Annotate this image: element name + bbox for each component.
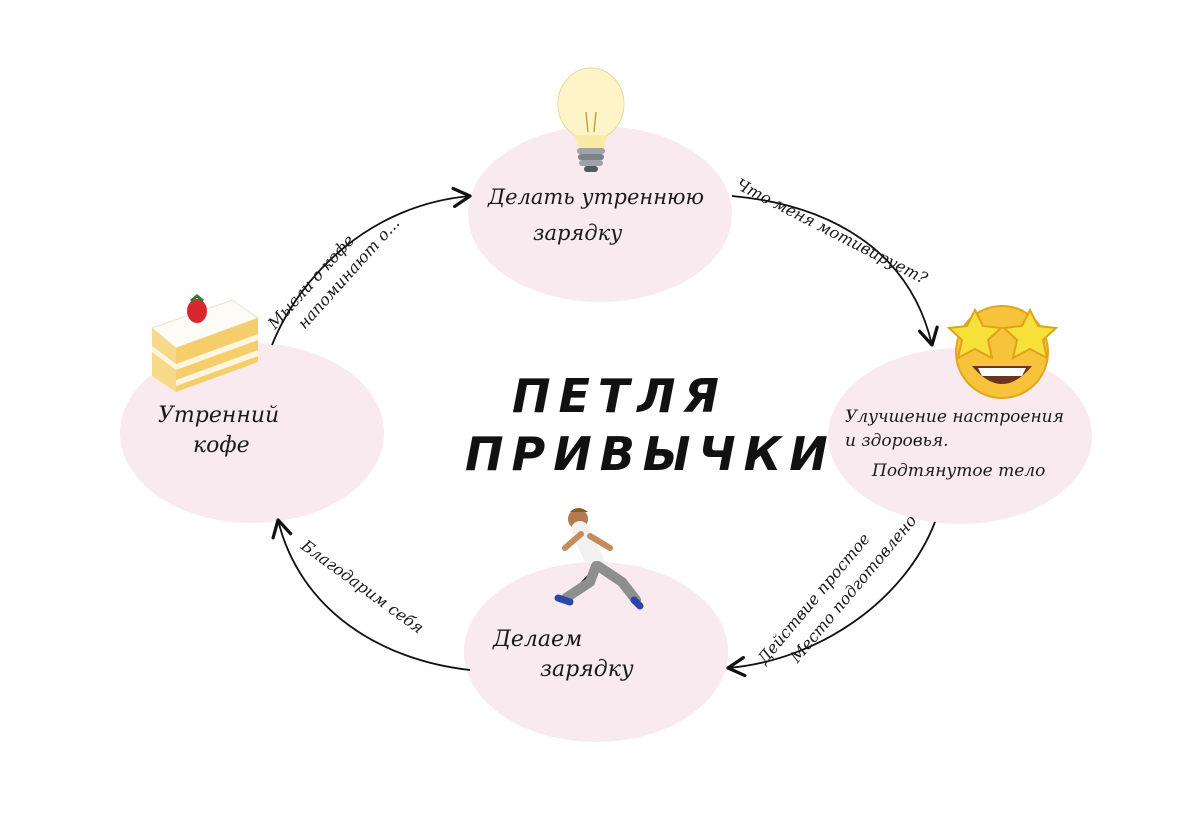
edge-right-bottom-line-2: Место подготовлено <box>785 511 920 667</box>
node-left-label-line-2: кофе <box>193 433 250 458</box>
edge-label-top-to-right: Что меня мотивирует? <box>733 175 931 288</box>
cake-slice-icon <box>151 294 260 392</box>
edge-top-right-line-1: Что меня мотивирует? <box>733 175 931 288</box>
node-top-label-line-1: Делать утреннюю <box>487 185 704 209</box>
node-right-label-line-1: Улучшение настроения <box>845 407 1064 427</box>
arrow-right-to-bottom <box>726 521 936 678</box>
star-struck-face-icon <box>946 305 1059 399</box>
edge-bottom-left-line-1: Благодарим себя <box>297 535 428 637</box>
node-bottom-label-line-1: Делаем <box>492 627 582 652</box>
edge-label-bottom-to-left: Благодарим себя <box>297 535 428 637</box>
node-top-label-line-2: зарядку <box>533 221 623 245</box>
node-bottom-label-line-2: зарядку <box>540 657 634 682</box>
node-bottom-ellipse <box>464 562 728 742</box>
arrow-bottom-to-left <box>271 518 471 671</box>
diagram-title-line-2: ПРИВЫЧКИ <box>465 427 836 481</box>
edge-label-right-to-bottom: Действие простое Место подготовлено <box>753 511 921 668</box>
node-right-label-line-3: Подтянутое тело <box>871 461 1045 481</box>
edge-label-left-to-top: Мысли о кофе напоминают о... <box>263 214 403 334</box>
arrow-top-to-right <box>731 195 939 347</box>
arrow-left-to-top <box>271 186 472 346</box>
running-person-icon <box>554 508 644 610</box>
light-bulb-icon <box>557 67 625 172</box>
node-right-label-line-2: и здоровья. <box>845 431 949 451</box>
node-left-label-line-1: Утренний <box>158 403 279 428</box>
node-top-ellipse <box>468 126 732 302</box>
diagram-title-line-1: ПЕТЛЯ <box>512 369 727 423</box>
